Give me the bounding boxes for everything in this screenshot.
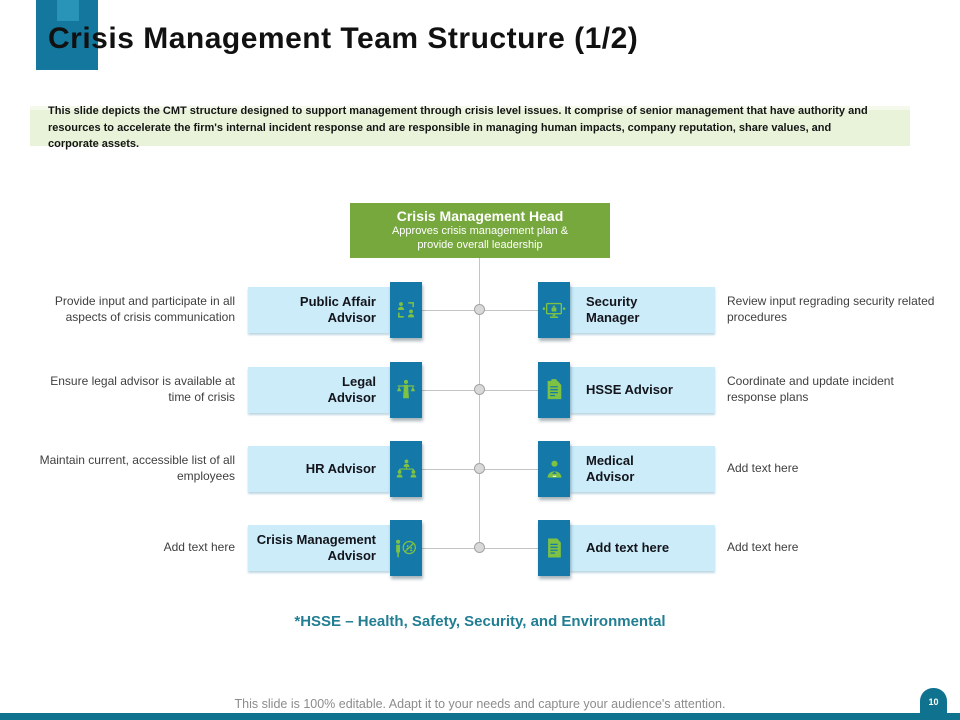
left-role-box[interactable]: Crisis Management Advisor [248, 525, 390, 571]
editable-caption: This slide is 100% editable. Adapt it to… [234, 697, 726, 711]
title-decoration-square [57, 0, 79, 21]
left-role-box[interactable]: HR Advisor [248, 446, 390, 492]
connector-junction-dot [474, 542, 485, 553]
description-text: This slide depicts the CMT structure des… [48, 105, 868, 151]
clipboard-icon [538, 362, 570, 418]
right-role-box[interactable]: HSSE Advisor [570, 367, 715, 413]
page-title: Crisis Management Team Structure (1/2) [48, 22, 639, 55]
title-decoration [36, 0, 98, 70]
left-note[interactable]: Add text here [163, 540, 235, 555]
connector-junction-dot [474, 304, 485, 315]
right-note[interactable]: Review input regrading security related … [727, 294, 935, 324]
hsse-footnote: *HSSE – Health, Safety, Security, and En… [294, 613, 666, 630]
org-hierarchy-icon [390, 441, 422, 497]
left-role-box[interactable]: Legal Advisor [248, 367, 390, 413]
head-role-box[interactable]: Crisis Management Head Approves crisis m… [350, 203, 610, 258]
connector-vertical-line [479, 258, 480, 548]
right-note[interactable]: Coordinate and update incident response … [727, 374, 894, 404]
org-chart-row: Add text here Crisis Management Advisor … [0, 517, 960, 579]
right-note[interactable]: Add text here [727, 461, 799, 476]
bottom-accent-bar [0, 713, 960, 720]
org-chart-row: Provide input and participate in all asp… [0, 279, 960, 341]
left-note[interactable]: Maintain current, accessible list of all… [39, 453, 235, 483]
people-communication-icon [390, 282, 422, 338]
description-banner: This slide depicts the CMT structure des… [30, 105, 910, 150]
head-title: Crisis Management Head [396, 208, 564, 225]
security-monitor-icon [538, 282, 570, 338]
org-chart-row: Maintain current, accessible list of all… [0, 438, 960, 500]
left-role-box[interactable]: Public Affair Advisor [248, 287, 390, 333]
right-role-box[interactable]: Add text here [570, 525, 715, 571]
connector-junction-dot [474, 463, 485, 474]
right-role-box[interactable]: Security Manager [570, 287, 715, 333]
document-icon [538, 520, 570, 576]
left-note[interactable]: Provide input and participate in all asp… [54, 294, 235, 324]
medical-person-icon [538, 441, 570, 497]
connector-junction-dot [474, 384, 485, 395]
page-number: 10 [928, 696, 939, 707]
right-role-box[interactable]: Medical Advisor [570, 446, 715, 492]
person-search-icon [390, 520, 422, 576]
left-note[interactable]: Ensure legal advisor is available at tim… [50, 374, 235, 404]
page-number-badge: 10 [920, 688, 947, 715]
scales-of-justice-icon [390, 362, 422, 418]
head-subtitle: Approves crisis management plan & provid… [391, 225, 569, 251]
org-chart-row: Ensure legal advisor is available at tim… [0, 359, 960, 421]
right-note[interactable]: Add text here [727, 540, 799, 555]
